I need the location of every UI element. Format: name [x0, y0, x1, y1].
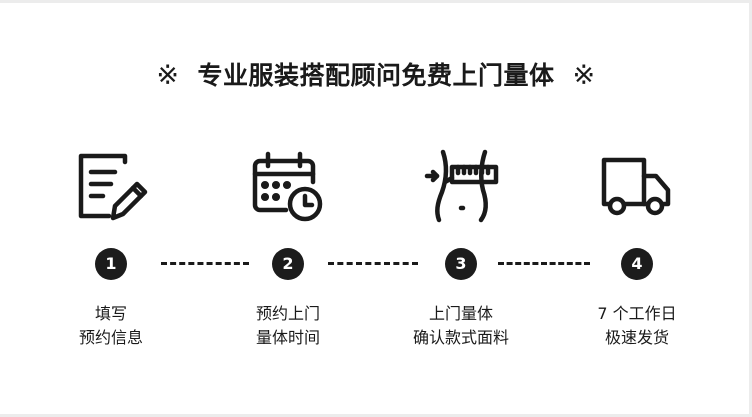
- connector-3-4: [498, 262, 590, 269]
- reference-mark-left: ※: [156, 60, 180, 91]
- step-4-caption: 7 个工作日 极速发货: [562, 302, 712, 350]
- bottom-edge-line: [0, 414, 752, 417]
- title-text: 专业服装搭配顾问免费上门量体: [197, 61, 555, 90]
- step-2-caption: 预约上门 量体时间: [213, 302, 363, 350]
- step-2-line-1: 预约上门: [255, 304, 320, 323]
- body-measure-icon: [423, 148, 499, 224]
- step-1-line-1: 填写: [94, 304, 127, 323]
- step-4-line-2: 极速发货: [604, 328, 669, 347]
- top-edge-line: [0, 0, 752, 3]
- reference-mark-right: ※: [572, 60, 596, 91]
- connector-1-2: [161, 262, 249, 269]
- step-3-badge: 3: [445, 248, 477, 280]
- step-1-caption: 填写 预约信息: [36, 302, 186, 350]
- step-4-badge: 4: [621, 248, 653, 280]
- right-edge-line: [749, 0, 752, 417]
- step-2-badge: 2: [272, 248, 304, 280]
- step-3-line-2: 确认款式面料: [412, 328, 509, 347]
- step-4-line-1: 7 个工作日: [597, 304, 677, 323]
- step-1-line-2: 预约信息: [78, 328, 143, 347]
- step-1-badge: 1: [95, 248, 127, 280]
- delivery-truck-icon: [598, 148, 674, 224]
- step-3-caption: 上门量体 确认款式面料: [386, 302, 536, 350]
- page-title: ※ 专业服装搭配顾问免费上门量体 ※: [0, 54, 752, 98]
- step-2-line-2: 量体时间: [255, 328, 320, 347]
- form-edit-icon: [73, 148, 149, 224]
- connector-2-3: [328, 262, 418, 269]
- calendar-clock-icon: [248, 148, 324, 224]
- step-3-line-1: 上门量体: [428, 304, 493, 323]
